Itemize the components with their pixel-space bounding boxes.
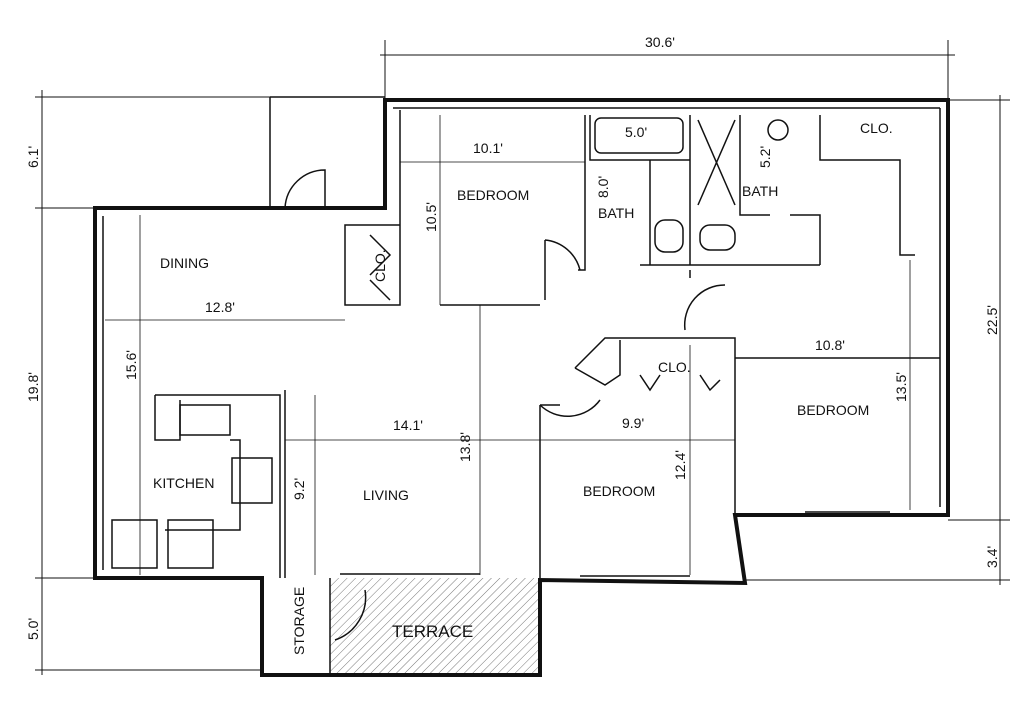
living-depth: 13.8' — [457, 432, 473, 462]
bedroom-1-depth: 10.5' — [423, 202, 439, 232]
dining-label: DINING — [160, 255, 209, 271]
bath-2-label: BATH — [742, 183, 778, 199]
dimension-lines — [35, 40, 1010, 675]
bath-2-depth: 5.2' — [757, 146, 773, 168]
bedroom-2-label: BEDROOM — [583, 483, 655, 499]
storage-label: STORAGE — [291, 587, 307, 655]
dim-left-middle: 19.8' — [25, 372, 41, 402]
bedroom-3-label: BEDROOM — [797, 402, 869, 418]
closet-1-label: CLO. — [372, 249, 388, 282]
dim-overall-width: 30.6' — [645, 34, 675, 50]
bedroom-2-depth: 12.4' — [672, 450, 688, 480]
dim-left-bottom: 5.0' — [25, 618, 41, 640]
dim-right-bottom: 3.4' — [984, 546, 1000, 568]
closet-3-label: CLO. — [658, 359, 691, 375]
kitchen-depth: 15.6' — [123, 350, 139, 380]
living-depth-small: 9.2' — [291, 478, 307, 500]
bath-1-depth: 8.0' — [595, 176, 611, 198]
terrace-label: TERRACE — [392, 622, 473, 641]
bath-1-label: BATH — [598, 205, 634, 221]
living-width: 14.1' — [393, 417, 423, 433]
bedroom-1-width: 10.1' — [473, 140, 503, 156]
bath-1-width: 5.0' — [625, 124, 647, 140]
dim-left-top: 6.1' — [25, 146, 41, 168]
bedroom-3-depth: 13.5' — [893, 372, 909, 402]
closet-2-label: CLO. — [860, 120, 893, 136]
dining-width: 12.8' — [205, 299, 235, 315]
bedroom-1-label: BEDROOM — [457, 187, 529, 203]
living-label: LIVING — [363, 487, 409, 503]
dim-right-main: 22.5' — [984, 305, 1000, 335]
kitchen-label: KITCHEN — [153, 475, 214, 491]
bedroom-2-width: 9.9' — [622, 415, 644, 431]
bedroom-3-width: 10.8' — [815, 337, 845, 353]
interior-walls — [111, 110, 940, 641]
